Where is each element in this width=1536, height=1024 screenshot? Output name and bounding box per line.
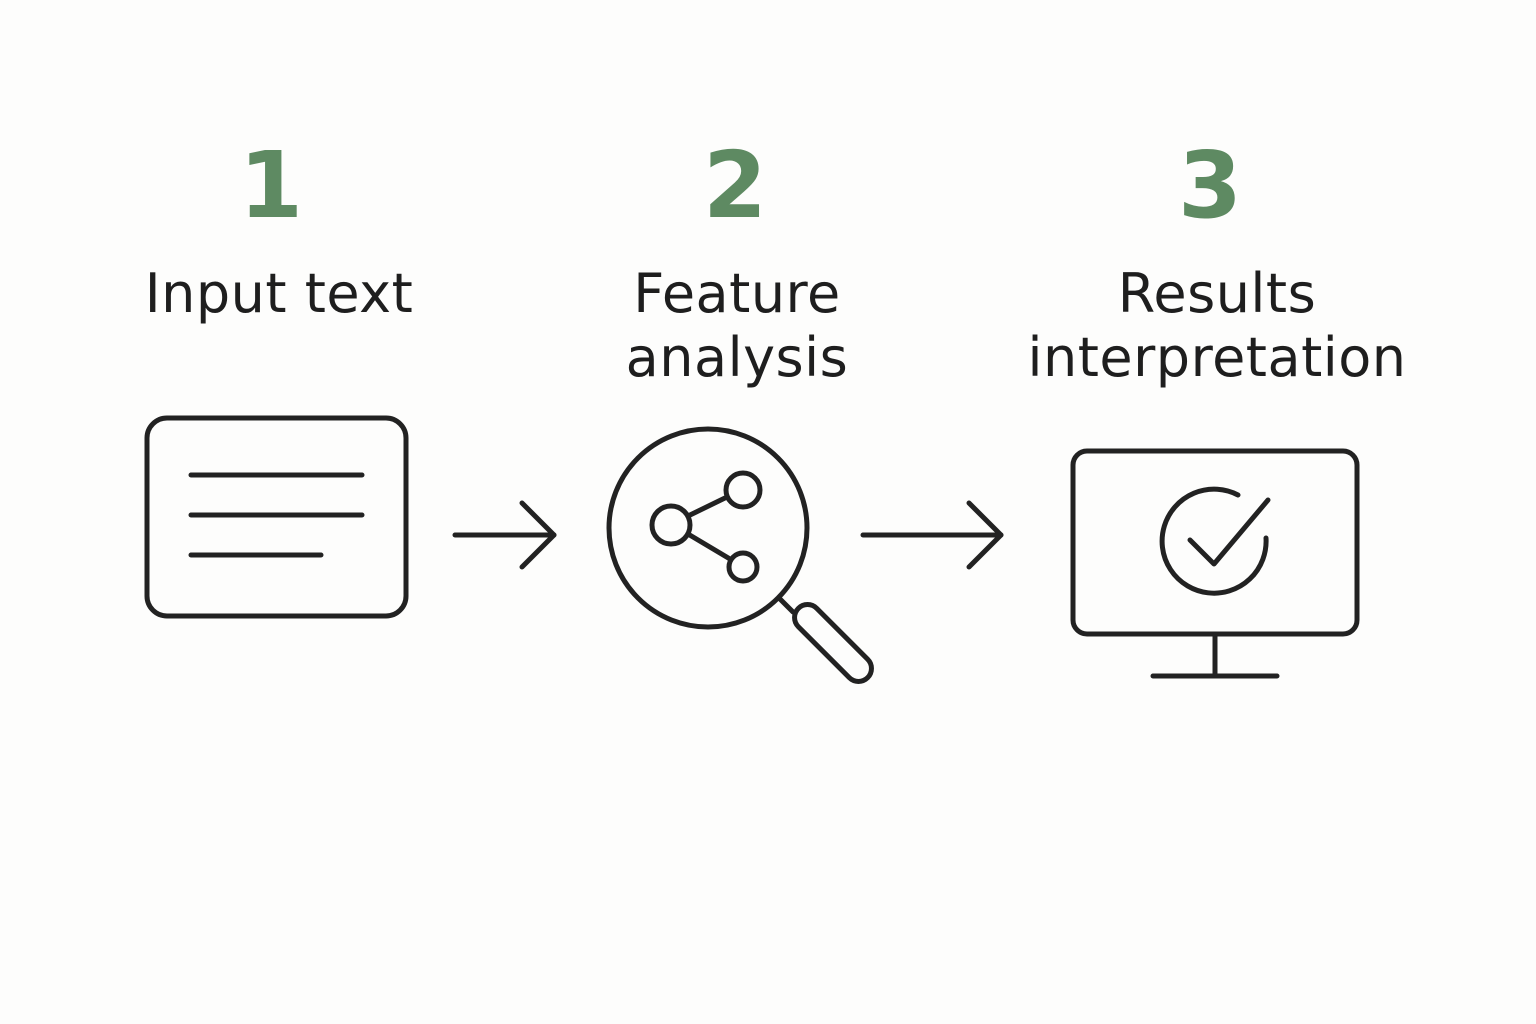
step-number: 1 xyxy=(238,132,303,239)
step-title-line: Input text xyxy=(144,262,414,325)
step-title: Input text xyxy=(59,262,499,326)
text-document-icon xyxy=(144,415,409,619)
step-number: 3 xyxy=(1177,132,1242,239)
step-title: Results interpretation xyxy=(997,262,1437,390)
monitor-checkmark-icon xyxy=(1070,448,1360,679)
right-arrow-icon xyxy=(860,500,1004,570)
step-title-line: Results xyxy=(1117,262,1317,325)
step-title-line: analysis xyxy=(625,326,849,389)
step-title-line: interpretation xyxy=(1027,326,1407,389)
magnifier-network-icon xyxy=(606,426,874,684)
step-title: Feature analysis xyxy=(517,262,957,390)
step-title-line: Feature xyxy=(633,262,841,325)
right-arrow-icon xyxy=(452,500,557,570)
step-number: 2 xyxy=(702,132,767,239)
